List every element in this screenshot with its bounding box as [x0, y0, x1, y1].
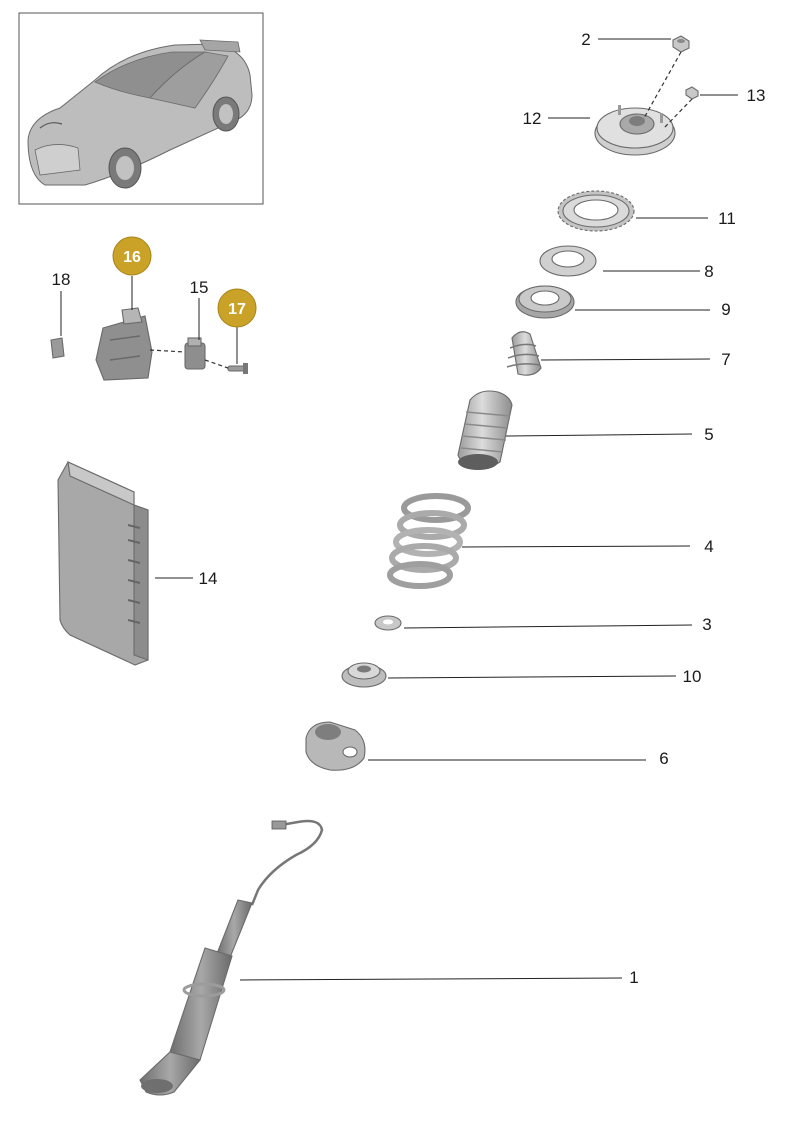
part-3-washer — [374, 615, 402, 631]
callout-1: 1 — [629, 968, 638, 987]
callout-4: 4 — [704, 537, 713, 556]
callout-8: 8 — [704, 262, 713, 281]
assembly-axis-top — [643, 51, 682, 119]
assembly-axis-screw — [204, 359, 229, 369]
vehicle-thumbnail — [18, 12, 264, 205]
callout-15: 15 — [190, 278, 209, 297]
part-7-bump-stop — [506, 331, 542, 376]
callout-17: 17 — [228, 301, 246, 318]
callout-9: 9 — [721, 300, 730, 319]
badge-16: 16 — [112, 236, 152, 276]
part-15-sensor — [184, 337, 206, 370]
part-6-bracket — [305, 721, 366, 771]
callout-11: 11 — [718, 209, 736, 228]
badge-17-circle — [217, 288, 257, 328]
callout-12: 12 — [523, 109, 542, 128]
part-16-sensor-bracket — [95, 307, 153, 381]
callout-3: 3 — [702, 615, 711, 634]
part-18-clip — [50, 337, 65, 359]
assembly-axis-bracket — [149, 349, 186, 353]
part-14-control-unit — [57, 461, 149, 666]
callout-2: 2 — [581, 30, 590, 49]
callout-13: 13 — [747, 86, 766, 105]
car-image — [27, 39, 253, 189]
callout-18: 18 — [52, 270, 71, 289]
callout-14: 14 — [199, 569, 218, 588]
badge-16-circle — [112, 236, 152, 276]
part-8-washer — [539, 245, 597, 277]
callout-6: 6 — [659, 749, 668, 768]
part-17-screw — [227, 363, 248, 374]
part-2-nut — [672, 35, 690, 53]
callout-5: 5 — [704, 425, 713, 444]
part-9-spring-pad — [515, 285, 575, 319]
part-12-top-mount — [594, 105, 676, 156]
callout-16: 16 — [123, 249, 141, 266]
part-5-dust-boot — [457, 390, 513, 470]
callout-7: 7 — [721, 350, 730, 369]
part-10-spring-seat — [341, 662, 387, 688]
part-13-nut — [685, 86, 699, 100]
part-11-toothed-ring — [557, 190, 635, 232]
part-1-shock-absorber — [139, 819, 324, 1096]
part-4-coil-spring — [387, 493, 471, 589]
callout-10: 10 — [683, 667, 702, 686]
badge-17: 17 — [217, 288, 257, 328]
leader-lines — [60, 38, 738, 981]
